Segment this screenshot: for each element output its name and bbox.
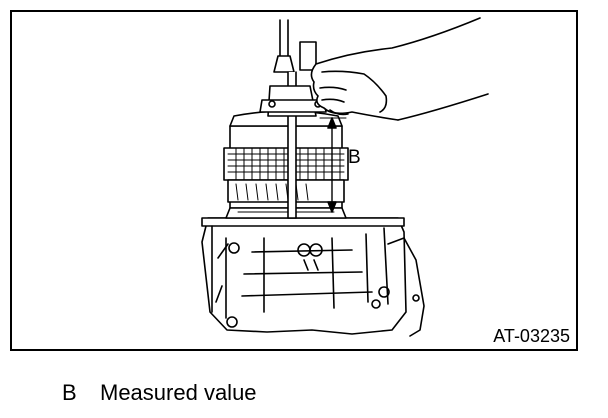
legend-key: B: [62, 380, 77, 405]
hand-illustration: [310, 17, 489, 121]
legend: B Measured value: [62, 380, 257, 406]
legend-description: Measured value: [100, 380, 257, 405]
transmission-measurement-illustration: [201, 17, 489, 337]
depth-gauge: [259, 19, 327, 219]
figure-code: AT-03235: [493, 326, 570, 346]
transmission-case: [201, 217, 425, 337]
dimension-arrow-b: [319, 117, 347, 213]
dimension-label-b: B: [348, 147, 361, 168]
figure-frame: B AT-03235: [10, 10, 578, 351]
